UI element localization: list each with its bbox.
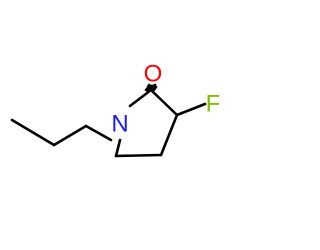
molecule-structure: O F N [10, 61, 221, 158]
atom-label-o: O [144, 61, 163, 88]
structure-canvas: O F N [10, 60, 221, 158]
bond-propyl-ch3-ch2 [10, 118, 56, 147]
atom-label-n: N [111, 111, 128, 138]
bond-cf-ch2 [159, 113, 179, 157]
bond-ch2-n [114, 138, 122, 158]
bond-carbonyl-vertical-2 [151, 83, 157, 92]
bond-n-carbonyl-c [128, 88, 153, 108]
bond-carbonyl-c-cf [149, 88, 179, 117]
bond-ch2-ch2 [114, 153, 163, 158]
bond-carbonyl-vertical-1 [145, 83, 151, 92]
bond-propyl-ch2-n [84, 124, 113, 142]
bond-propyl-ch2-ch2 [52, 124, 88, 147]
bond-c-f [175, 102, 207, 117]
atom-label-f: F [206, 91, 221, 118]
